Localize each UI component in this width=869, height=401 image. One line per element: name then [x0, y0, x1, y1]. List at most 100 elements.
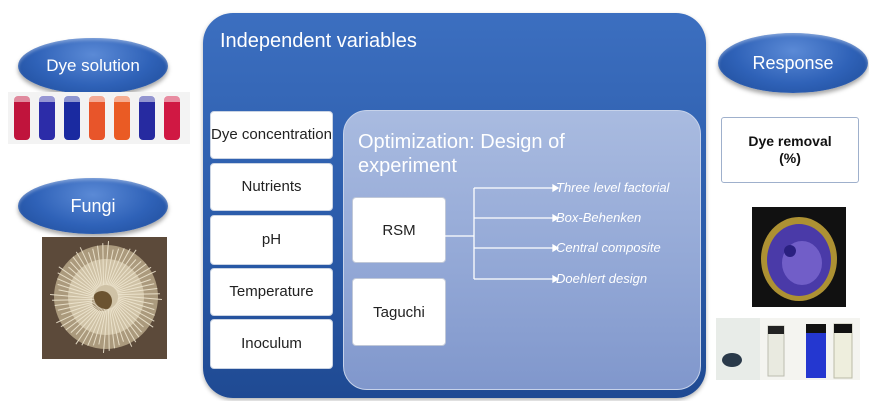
dye-tubes-photo	[8, 92, 190, 144]
fungi-hypha	[75, 251, 99, 289]
dye-tube	[114, 96, 130, 140]
fungi-hypha	[92, 308, 106, 346]
fungi-hypha	[113, 305, 137, 343]
culture-vials-photo	[716, 318, 860, 380]
variable-label: Nutrients	[241, 177, 302, 195]
dye-removal-box: Dye removal (%)	[721, 117, 859, 183]
fungi-hypha	[75, 307, 101, 335]
fungi-hypha	[117, 300, 155, 322]
fungi-hypha	[115, 303, 142, 333]
design-three-level-factorial: Three level factorial	[556, 180, 670, 195]
fungi-hypha	[52, 298, 95, 301]
dye-tube-cap	[64, 96, 80, 102]
fungal-cell-micrograph	[752, 207, 846, 307]
optimization-title: Optimization: Design of experiment	[358, 131, 565, 177]
fungi-hypha	[116, 301, 154, 328]
fungi-hypha	[117, 299, 155, 316]
fungi-hypha	[117, 293, 160, 296]
fungi-hypha	[79, 247, 100, 288]
fungi-hypha	[57, 272, 95, 294]
dye-tube	[89, 96, 105, 140]
fungi-hypha	[114, 266, 152, 290]
method-rsm: RSM	[352, 197, 446, 263]
dye-tube	[64, 96, 80, 140]
fungi-hypha	[57, 283, 95, 297]
fungi-photo	[42, 237, 167, 359]
dye-solution-label: Dye solution	[46, 56, 140, 76]
fungi-hypha	[112, 261, 142, 288]
design-box-behenken: Box-Behenken	[556, 210, 642, 225]
design-central-composite: Central composite	[556, 240, 661, 255]
fungi-hypha	[87, 308, 104, 346]
dye-tube	[39, 96, 55, 140]
design-doehlert: Doehlert design	[556, 271, 648, 286]
fungi-hypha	[57, 278, 95, 295]
fungi-hypha	[70, 261, 97, 291]
dye-tubes-image	[8, 92, 190, 144]
dye-tube-cap	[14, 96, 30, 102]
fungi-hypha	[116, 302, 144, 328]
fungi-label: Fungi	[70, 195, 116, 216]
fungi-hypha	[72, 256, 98, 290]
fungi-hypha	[81, 308, 103, 346]
dye-tube-cap	[164, 96, 180, 102]
fungi-hypha	[108, 248, 125, 286]
dye-tube	[164, 96, 180, 140]
variable-label: Inoculum	[241, 334, 302, 352]
independent-variables-title: Independent variables	[220, 30, 417, 52]
fungi-hypha	[58, 266, 96, 293]
fungi-hypha	[116, 283, 155, 293]
dye-tube-cap	[139, 96, 155, 102]
fungi-hypha	[65, 305, 99, 331]
response-label: Response	[752, 52, 834, 73]
fungi-hypha	[104, 241, 110, 286]
fungi-hypha	[58, 289, 95, 298]
method-label: RSM	[382, 221, 416, 239]
fungi-hypha	[75, 307, 102, 345]
fungi-hypha	[113, 263, 147, 289]
variable-label: pH	[261, 230, 282, 248]
method-label: Taguchi	[373, 303, 425, 321]
dye-tube	[139, 96, 155, 140]
fungi-hypha	[110, 307, 120, 346]
fungi-hypha	[106, 248, 120, 286]
fungi-badge: Fungi	[18, 178, 168, 234]
fungi-hypha	[56, 303, 97, 324]
fungi-hypha	[61, 302, 96, 315]
fungi-hypha	[105, 249, 114, 286]
dye-removal-label: Dye removal (%)	[748, 133, 832, 166]
dye-tube	[14, 96, 30, 140]
dye-solution-badge: Dye solution	[18, 38, 168, 94]
fungi-hypha	[102, 308, 108, 353]
fungi-hypha	[110, 249, 137, 287]
fungi-hypha	[117, 296, 154, 305]
fungi-hypha	[107, 308, 110, 351]
variable-label: Dye concentration	[211, 125, 332, 143]
fungi-hypha	[109, 248, 131, 286]
fungi-hypha	[92, 248, 102, 287]
fungi-hypha	[70, 306, 100, 333]
fungi-hypha	[116, 279, 151, 292]
micrograph-image	[752, 207, 846, 307]
vials-image	[716, 318, 860, 380]
variable-temperature: Temperature	[210, 268, 333, 316]
fungi-hypha	[60, 304, 98, 328]
method-taguchi: Taguchi	[352, 278, 446, 346]
fungi-hypha	[117, 288, 158, 294]
variable-label: Temperature	[229, 282, 314, 300]
fungi-hypha	[114, 304, 140, 338]
fungi-hypha	[117, 297, 155, 311]
fungi-hypha	[68, 266, 96, 292]
fungi-hypha	[115, 270, 156, 291]
fungi-hypha	[111, 307, 124, 342]
fungi-hypha	[50, 293, 95, 299]
dye-tube-cap	[39, 96, 55, 102]
fungi-hypha	[97, 245, 103, 286]
fungi-hypha	[111, 259, 137, 287]
response-badge: Response	[718, 33, 868, 93]
fungi-hypha	[54, 300, 95, 306]
fungi-hypha	[102, 243, 105, 286]
variable-nutrients: Nutrients	[210, 163, 333, 211]
fungi-hypha	[117, 295, 162, 301]
fungi-hypha	[98, 308, 107, 345]
